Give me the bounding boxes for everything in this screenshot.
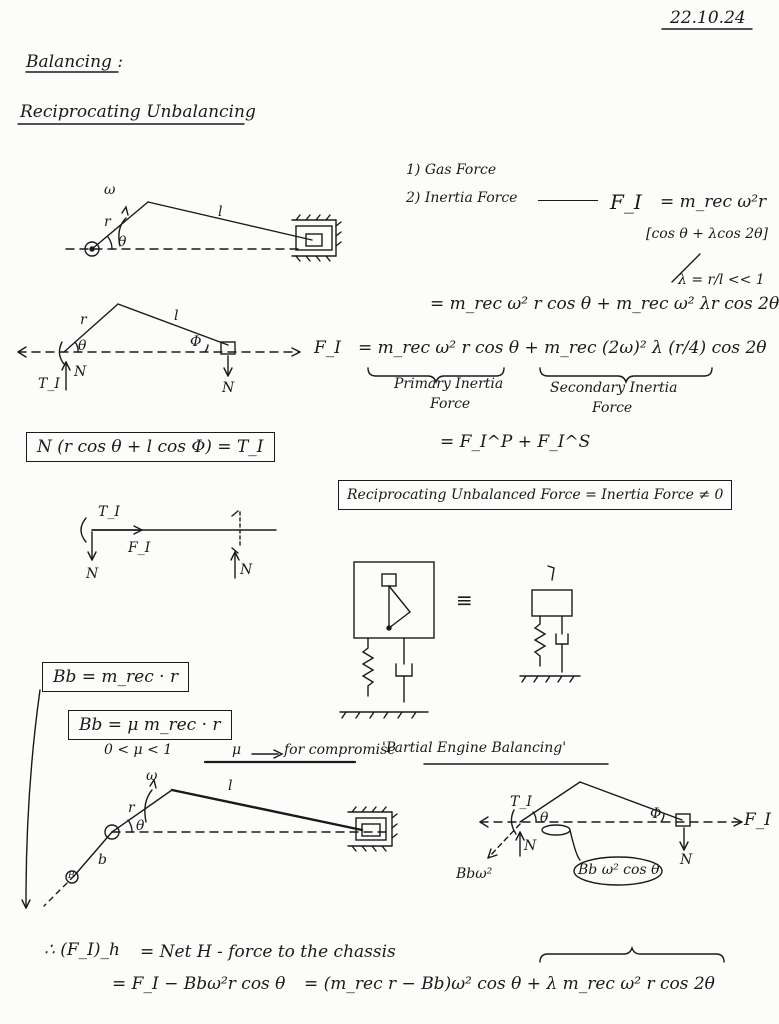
bb-full-balance-box: Bb = m_rec · r: [42, 662, 190, 692]
mu-range: 0 < μ < 1: [104, 742, 173, 758]
equivalence-symbol: ≡: [456, 588, 473, 612]
date: 22.10.24: [670, 8, 746, 28]
fig4-b-label: b: [98, 852, 107, 868]
fi-symbol: F_I: [610, 190, 642, 214]
primary-brace: [367, 367, 505, 385]
inertia-force-item: 2) Inertia Force: [406, 190, 518, 206]
fig2-fi-label: F_I: [314, 338, 342, 358]
fig5-bbw-label: Bbω²: [456, 866, 493, 882]
fig3-n-right: N: [240, 562, 253, 578]
page-title: Balancing :: [26, 52, 124, 72]
fig3-fi-label: F_I: [128, 540, 151, 556]
equation-2: = m_rec ω² r cos θ + m_rec (2ω)² λ (r/4)…: [358, 338, 767, 358]
fig2-phi-label: Φ: [190, 334, 202, 350]
final-line-2b: = (m_rec r − Bb)ω² cos θ + λ m_rec ω² r …: [304, 974, 715, 994]
secondary-label-line1: Secondary Inertia: [550, 380, 678, 396]
fig4-omega-label: ω: [146, 768, 158, 784]
final-lhs: ∴ (F_I)_h: [44, 940, 120, 960]
gas-force-item: 1) Gas Force: [406, 162, 497, 178]
fig2-r-label: r: [80, 312, 87, 328]
fig4-balanced-crank: [43, 778, 398, 907]
secondary-label-line2: Force: [592, 400, 633, 416]
fig2-n-right: N: [222, 380, 235, 396]
fig5-phi-label: Φ: [650, 806, 662, 822]
final-brace: [539, 945, 725, 963]
fig1-slider-crank: [65, 201, 342, 262]
primary-label-line2: Force: [430, 396, 471, 412]
fig5-n-right: N: [680, 852, 693, 868]
fig5-ti-label: T_I: [510, 794, 532, 810]
engine-on-mount: [339, 561, 435, 719]
fig2-theta-label: θ: [78, 338, 87, 354]
fi-expression: = m_rec ω²r: [660, 192, 767, 212]
final-rhs: = Net H - force to the chassis: [140, 942, 396, 962]
fig1-theta-label: θ: [118, 234, 127, 250]
fig2-l-label: l: [174, 308, 179, 324]
fig5-theta-label: θ: [540, 810, 549, 826]
fig1-l-label: l: [218, 204, 223, 220]
compromise-text: for compromise: [284, 742, 396, 758]
fig5-force-diagram: [479, 781, 743, 886]
fig2-force-diagram: [17, 303, 301, 391]
bb-pointer-line: [25, 689, 41, 909]
fig1-r-label: r: [104, 214, 111, 230]
fig1-omega-label: ω: [104, 182, 116, 198]
fig2-ti-label: T_I: [38, 376, 60, 392]
page-subtitle: Reciprocating Unbalancing: [20, 102, 256, 122]
inertia-dash: [538, 200, 598, 201]
fig4-theta-label: θ: [136, 818, 145, 834]
final-line-2: = F_I − Bbω²r cos θ: [112, 974, 286, 994]
equation-1: = m_rec ω² r cos θ + m_rec ω² λr cos 2θ: [430, 294, 779, 314]
bb-partial-balance-box: Bb = μ m_rec · r: [68, 710, 232, 740]
fig3-n-left: N: [86, 566, 99, 582]
lambda-slash: [671, 253, 701, 283]
cos-bracket: [cos θ + λcos 2θ]: [646, 226, 769, 242]
fig5-bbw-cos-label: Bb ω² cos θ: [578, 862, 660, 878]
fig5-n-left: N: [524, 838, 537, 854]
fig4-l-label: l: [228, 778, 233, 794]
fig2-n-left: N: [74, 364, 87, 380]
fig3-free-body: [80, 510, 277, 579]
torque-equation-box: N (r cos θ + l cos Φ) = T_I: [26, 432, 275, 462]
equivalent-mass-spring: [519, 565, 581, 683]
fig4-r-label: r: [128, 800, 135, 816]
unbalanced-force-box: Reciprocating Unbalanced Force = Inertia…: [338, 480, 733, 510]
primary-label-line1: Primary Inertia: [394, 376, 504, 392]
partial-balancing-text: 'Partial Engine Balancing': [382, 740, 567, 756]
fig3-ti-label: T_I: [98, 504, 120, 520]
fig5-fi-label: F_I: [744, 810, 772, 830]
equation-3: = F_I^P + F_I^S: [440, 432, 591, 452]
fig4-balance-mass-label: B: [68, 871, 75, 881]
mu-symbol: μ: [232, 742, 242, 758]
secondary-brace: [539, 367, 713, 385]
lambda-definition: λ = r/l << 1: [678, 272, 765, 288]
